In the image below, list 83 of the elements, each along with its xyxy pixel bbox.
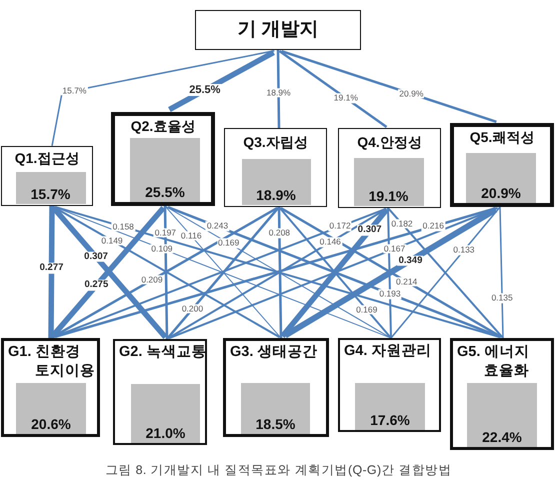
edge-label: 15.7%	[61, 86, 88, 96]
connector-line	[168, 50, 275, 112]
method-box	[338, 338, 441, 432]
edge-label: 0.182	[390, 219, 414, 229]
bar	[242, 158, 310, 205]
edge-label: 0.208	[268, 228, 292, 238]
bar	[354, 158, 424, 206]
edge-label: 0.169	[216, 238, 240, 248]
goal-box	[111, 112, 215, 206]
edge-label: 0.135	[490, 293, 514, 303]
edge-label: 0.216	[422, 222, 445, 232]
edge-label: 0.209	[140, 275, 164, 285]
bar	[467, 383, 537, 447]
edge-label: 0.133	[452, 246, 476, 256]
edge-label: 0.349	[398, 255, 424, 266]
edge-label: 0.275	[83, 280, 110, 291]
edge-label: 0.200	[180, 304, 204, 314]
goal-box	[224, 128, 327, 207]
goal-box	[1, 146, 93, 206]
edge-label: 0.109	[150, 244, 174, 254]
connector-line	[276, 50, 280, 128]
percentage-label: 18.9%	[256, 187, 296, 203]
category-label: 기 개발지	[237, 18, 319, 42]
method-box	[450, 338, 554, 450]
percentage-label: 22.4%	[482, 429, 522, 445]
goal-label: Q1.접근성	[14, 150, 80, 166]
edge-label: 0.193	[378, 289, 402, 299]
figure-caption: 그림 8. 기개발지 내 질적목표와 계획기법(Q-G)간 결합방법	[105, 463, 452, 478]
connector-line	[281, 50, 497, 123]
method-label: G2. 녹색교통	[119, 342, 206, 362]
bar	[466, 153, 536, 203]
edge-label: 0.307	[83, 252, 109, 262]
category-box	[195, 10, 361, 50]
bar	[241, 383, 310, 434]
percentage-label: 19.1%	[368, 188, 408, 204]
edge-label: 0.146	[318, 237, 342, 247]
edge-label: 0.172	[328, 222, 352, 232]
edge-label: 0.167	[382, 244, 406, 254]
goal-label: Q3.자립성	[243, 134, 308, 150]
connector-line	[278, 50, 388, 128]
method-label: G3. 생태공간	[230, 342, 318, 362]
percentage-label: 17.6%	[370, 412, 410, 428]
connector-line	[164, 206, 168, 339]
connector-line	[387, 208, 392, 338]
method-box	[113, 339, 207, 445]
edge-label: 20.9%	[398, 89, 424, 99]
method-label: G1. 친환경 토지이용	[8, 342, 95, 380]
edge-label: 0.169	[355, 304, 378, 314]
edge-label: 0.214	[395, 276, 418, 286]
goal-label: Q2.효율성	[130, 118, 196, 135]
edge-label: 25.5%	[188, 84, 222, 96]
edge-label: 0.149	[100, 236, 124, 246]
method-label: G4. 자원관리	[344, 342, 432, 360]
percentage-label: 15.7%	[30, 186, 70, 202]
edge-label: 0.158	[112, 222, 135, 232]
bar	[355, 383, 425, 430]
percentage-label: 18.5%	[256, 416, 296, 432]
edge-label: 18.9%	[266, 88, 292, 98]
percentage-label: 20.9%	[481, 185, 521, 201]
goal-label: Q5.쾌적성	[470, 129, 534, 146]
goal-label: Q4.안정성	[357, 134, 422, 150]
bar	[130, 138, 200, 202]
edge-label: 0.197	[154, 228, 178, 238]
percentage-label: 25.5%	[145, 184, 185, 200]
connector-line	[278, 207, 282, 338]
edge-label: 0.277	[38, 262, 64, 274]
method-box	[1, 338, 100, 437]
goal-box	[338, 128, 441, 208]
connector-line	[499, 207, 504, 338]
method-box	[223, 338, 329, 437]
bar	[131, 384, 200, 443]
connector-line	[48, 206, 55, 338]
percentage-label: 21.0%	[146, 425, 186, 441]
bar	[16, 172, 86, 204]
connector-line	[51, 50, 274, 146]
edge-label: 0.243	[206, 222, 230, 232]
edge-label: 0.307	[356, 224, 383, 236]
goal-box	[450, 123, 554, 207]
bar	[16, 383, 86, 434]
percentage-label: 20.6%	[31, 416, 71, 432]
edge-label: 19.1%	[332, 93, 359, 103]
edge-label: 0.116	[180, 231, 203, 241]
method-label: G5. 에너지 효율화	[457, 342, 530, 380]
